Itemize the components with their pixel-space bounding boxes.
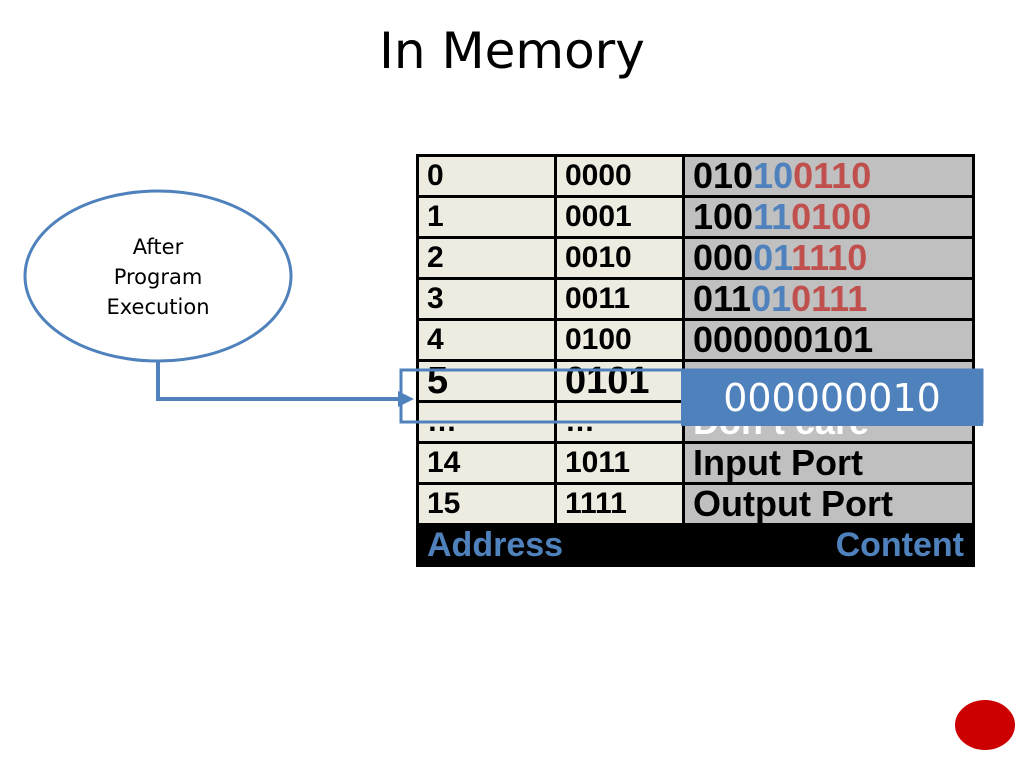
index-cell: 4 [416, 318, 557, 362]
nav-circle-button[interactable] [955, 700, 1015, 750]
arrow-head [398, 391, 414, 407]
address-cell: 0000 [554, 154, 685, 198]
bit-segment: 010 [693, 155, 754, 196]
bit-segment: 0111 [791, 278, 868, 319]
address-cell: 0011 [554, 277, 685, 321]
bit-segment: 0100 [791, 196, 872, 237]
bit-segment: 000000101 [693, 319, 874, 360]
callout-line: Program [113, 265, 203, 289]
index-cell: 2 [416, 236, 557, 280]
callout-text: After Program Execution [58, 232, 258, 322]
connector-line [156, 361, 398, 401]
callout-line: Execution [106, 295, 210, 319]
table-row: 0 0000 010100110 [416, 154, 975, 198]
content-label: Content [682, 523, 975, 567]
table-row: 3 0011 011010111 [416, 277, 975, 321]
bit-segment: 1110 [791, 237, 868, 278]
bit-segment: 01 [753, 237, 792, 278]
table-footer: Address Content [416, 523, 975, 567]
table-row: 1 0001 100110100 [416, 195, 975, 239]
content-cell: 000011110 [682, 236, 975, 280]
slide-title: In Memory [379, 22, 645, 80]
bit-segment: 000 [693, 237, 754, 278]
address-cell: … [554, 400, 685, 444]
table-row: 14 1011 Input Port [416, 441, 975, 485]
bit-segment: 01 [751, 278, 792, 319]
bit-segment: 0110 [793, 155, 872, 196]
content-cell: 010100110 [682, 154, 975, 198]
content-cell: Input Port [682, 441, 975, 485]
highlighted-value: 000000010 [681, 370, 983, 426]
address-label: Address [416, 523, 685, 567]
content-cell: 000000101 [682, 318, 975, 362]
address-cell: 1111 [554, 482, 685, 526]
index-cell: 14 [416, 441, 557, 485]
address-cell: 0101 [554, 359, 685, 403]
index-cell: 5 [416, 359, 557, 403]
table-row: 2 0010 000011110 [416, 236, 975, 280]
content-cell: 100110100 [682, 195, 975, 239]
address-cell: 0100 [554, 318, 685, 362]
callout-line: After [132, 235, 184, 259]
index-cell: … [416, 400, 557, 444]
content-cell: Output Port [682, 482, 975, 526]
index-cell: 1 [416, 195, 557, 239]
table-row: 15 1111 Output Port [416, 482, 975, 526]
address-cell: 0010 [554, 236, 685, 280]
bit-segment: 11 [753, 196, 792, 237]
index-cell: 0 [416, 154, 557, 198]
memory-table: 0 0000 010100110 1 0001 100110100 2 0010… [416, 154, 975, 567]
index-cell: 3 [416, 277, 557, 321]
address-cell: 1011 [554, 441, 685, 485]
index-cell: 15 [416, 482, 557, 526]
bit-segment: 100 [693, 196, 754, 237]
table-row: 4 0100 000000101 [416, 318, 975, 362]
content-cell: 011010111 [682, 277, 975, 321]
address-cell: 0001 [554, 195, 685, 239]
bit-segment: 10 [753, 155, 794, 196]
bit-segment: 011 [693, 278, 752, 319]
